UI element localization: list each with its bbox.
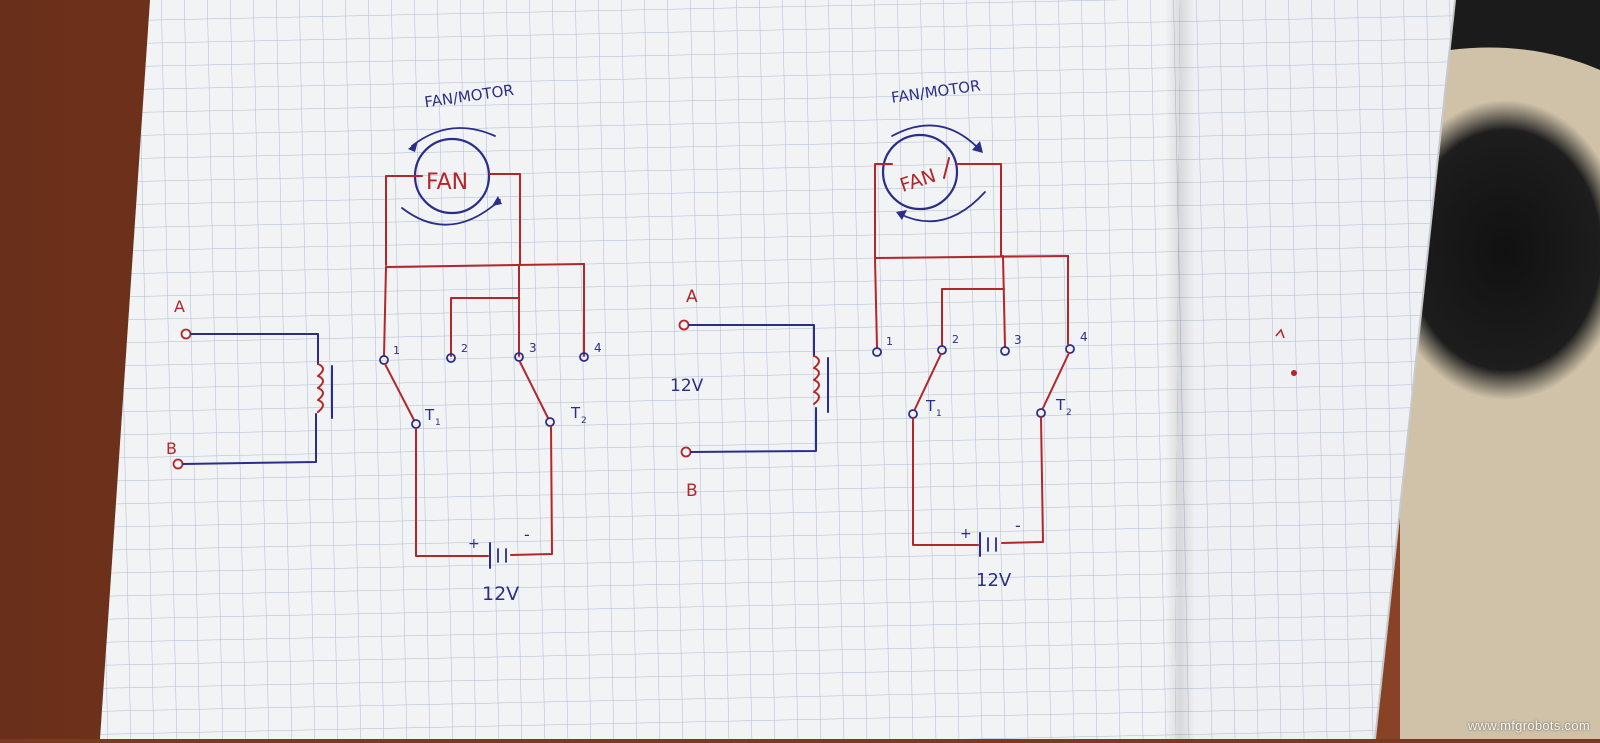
right-switch-sub-1: 1	[936, 409, 942, 419]
right-coil-wire-bottom	[690, 407, 817, 453]
left-switch-sub-2: 2	[581, 416, 587, 426]
right-wire-contact2	[941, 288, 1005, 347]
right-contact-label-1: 1	[886, 335, 893, 348]
right-coil	[813, 355, 820, 405]
right-battery-loop	[912, 417, 979, 546]
left-contact-label-2: 2	[461, 342, 468, 355]
left-switch-arm-1	[384, 363, 415, 421]
left-switch-arm-2	[519, 361, 549, 419]
left-rotation-arrow-top	[411, 127, 496, 147]
left-contact-label-1: 1	[393, 344, 400, 357]
right-battery-voltage: 12V	[976, 570, 1012, 591]
page-edge	[1374, 0, 1456, 740]
right-fan-lead-left	[874, 163, 893, 259]
left-battery-loop-right	[510, 425, 553, 556]
grid-lines	[100, 0, 1455, 739]
left-battery-voltage: 12V	[482, 583, 519, 605]
left-coil-wire-top	[190, 333, 319, 365]
right-switch-sub-2: 2	[1066, 408, 1072, 418]
right-contact-label-2: 2	[952, 333, 959, 346]
left-wire-contact2	[450, 297, 520, 357]
right-fan-slash	[943, 157, 950, 179]
right-switch-label-2: T	[1055, 396, 1066, 414]
left-contact-label-3: 3	[529, 341, 537, 355]
right-wire-contact1	[874, 257, 878, 349]
left-battery-minus: -	[524, 525, 530, 544]
right-contact-1	[872, 347, 882, 357]
left-coil-wire-bottom	[182, 413, 317, 465]
left-contact-2	[446, 353, 456, 363]
left-switch-label-1: T	[424, 406, 435, 424]
right-battery-plus: +	[960, 526, 972, 542]
right-battery-loop-right	[1001, 416, 1044, 544]
right-bus-top	[874, 255, 1069, 259]
left-arrowhead-bottom-icon	[492, 196, 502, 206]
page-fold	[1165, 0, 1195, 739]
cloth-dark-spot	[1385, 100, 1600, 400]
right-arrowhead-bottom-icon	[896, 210, 907, 220]
ink-speck	[1291, 370, 1297, 376]
left-battery-loop	[415, 427, 489, 557]
left-terminal-a-label: A	[174, 297, 185, 316]
left-switch-label-2: T	[570, 404, 581, 422]
right-terminal-b-label: B	[686, 481, 698, 501]
left-coil	[317, 363, 324, 413]
right-switch-arm-2	[1042, 352, 1070, 409]
right-rotation-arrow-bottom	[899, 191, 986, 223]
left-bus-top	[385, 263, 585, 268]
ink-mark	[1275, 328, 1285, 339]
right-contact-label-3: 3	[1014, 333, 1022, 347]
right-coil-wire-top	[688, 324, 815, 357]
left-fan-label: FAN	[426, 170, 468, 195]
right-rotation-arrow-top	[891, 124, 979, 149]
right-arrowhead-top-icon	[972, 141, 983, 153]
right-wire-contact3	[1002, 255, 1006, 348]
right-contact-label-4: 4	[1080, 330, 1088, 344]
left-contact-3	[514, 352, 524, 362]
right-terminal-a-label: A	[686, 287, 698, 307]
left-wire-contact1	[383, 266, 387, 357]
right-fan-circle	[881, 133, 959, 211]
right-switch-arm-1	[914, 353, 942, 410]
left-contact-4	[579, 352, 589, 362]
left-fan-lead-left	[385, 175, 423, 266]
watermark: www.mfgrobots.com	[1467, 718, 1590, 733]
right-fan-lead-right	[956, 163, 1002, 257]
left-contact-label-4: 4	[594, 341, 602, 355]
right-switch-label-1: T	[925, 397, 936, 415]
left-arrowhead-top-icon	[408, 141, 418, 152]
left-rotation-arrow-bottom	[401, 199, 501, 226]
right-coil-voltage: 12V	[670, 376, 704, 396]
right-battery-minus: -	[1015, 516, 1021, 535]
left-switch-sub-1: 1	[435, 418, 441, 428]
left-battery-plus: +	[468, 536, 480, 552]
right-contact-3	[1000, 346, 1010, 356]
cloth-dark-band	[1440, 0, 1600, 70]
left-terminal-b-label: B	[166, 439, 177, 458]
left-fan-lead-right	[489, 173, 521, 266]
